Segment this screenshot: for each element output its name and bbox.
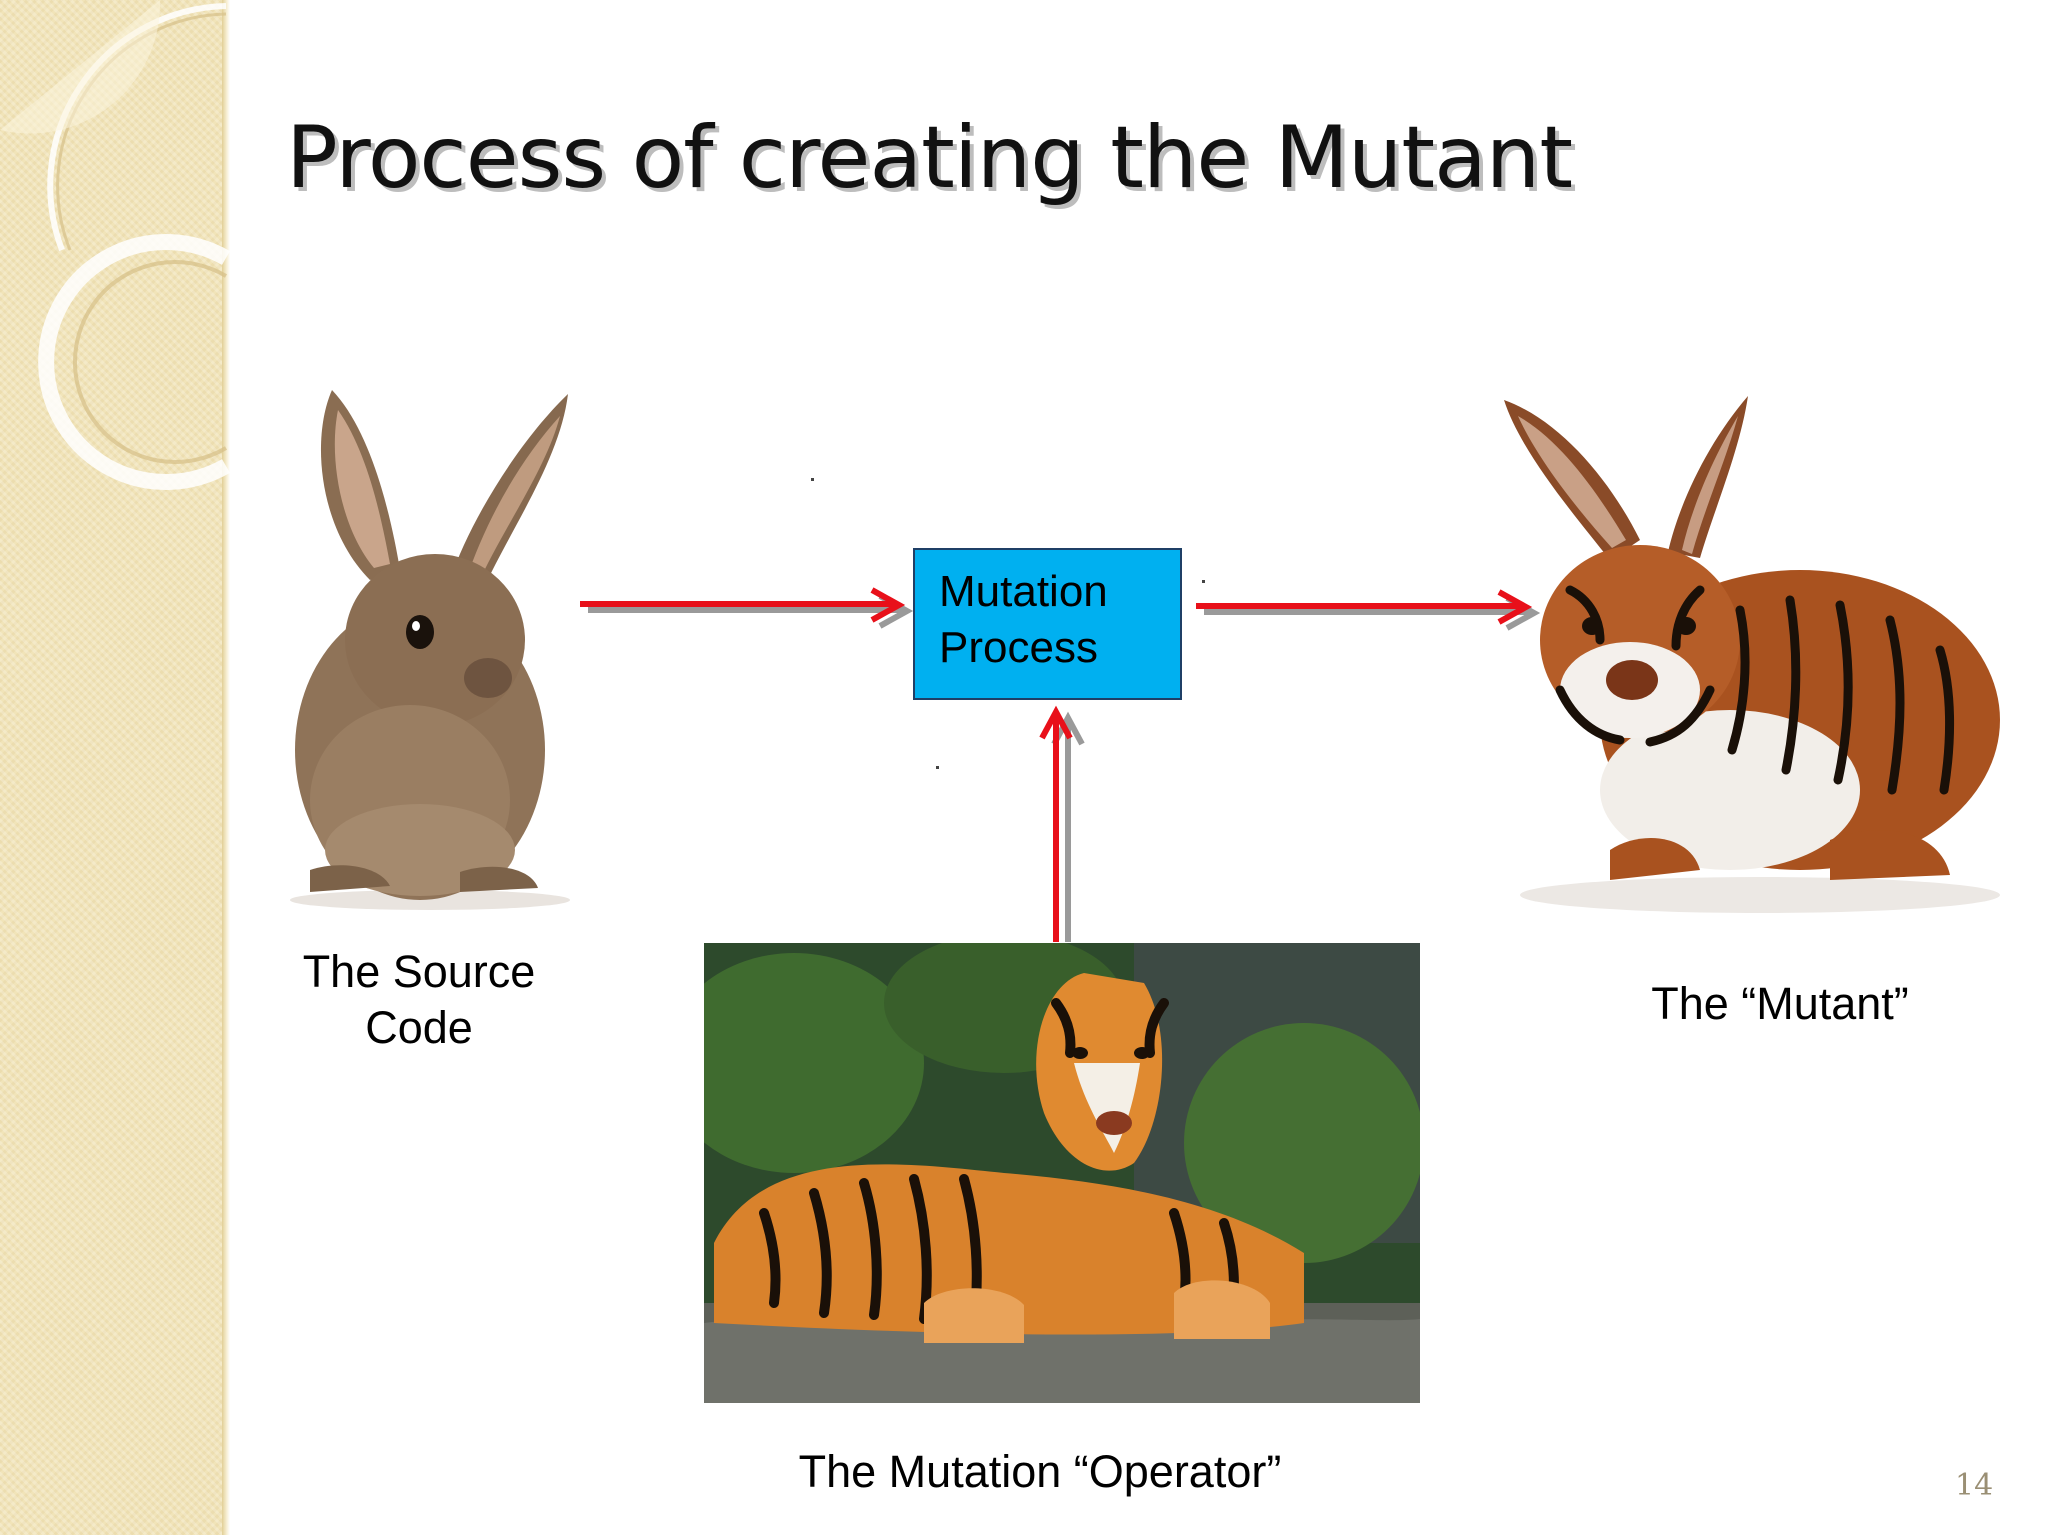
process-box-line2: Process <box>939 620 1180 676</box>
speck <box>1202 580 1205 583</box>
mutant-label: The “Mutant” <box>1620 976 1940 1032</box>
source-label-line2: Code <box>290 1000 548 1056</box>
arrow-process-to-mutant <box>1196 592 1534 628</box>
speck <box>811 478 814 481</box>
arrow-operator-to-process <box>1042 712 1082 942</box>
process-box-line1: Mutation <box>939 564 1180 620</box>
mutation-operator-label: The Mutation “Operator” <box>760 1444 1320 1500</box>
source-code-label: The Source Code <box>290 944 548 1056</box>
arrow-source-to-process <box>580 590 907 626</box>
speck <box>936 766 939 769</box>
mutation-process-box: Mutation Process <box>913 548 1182 700</box>
source-label-line1: The Source <box>290 944 548 1000</box>
slide-number: 14 <box>1955 1468 1993 1503</box>
